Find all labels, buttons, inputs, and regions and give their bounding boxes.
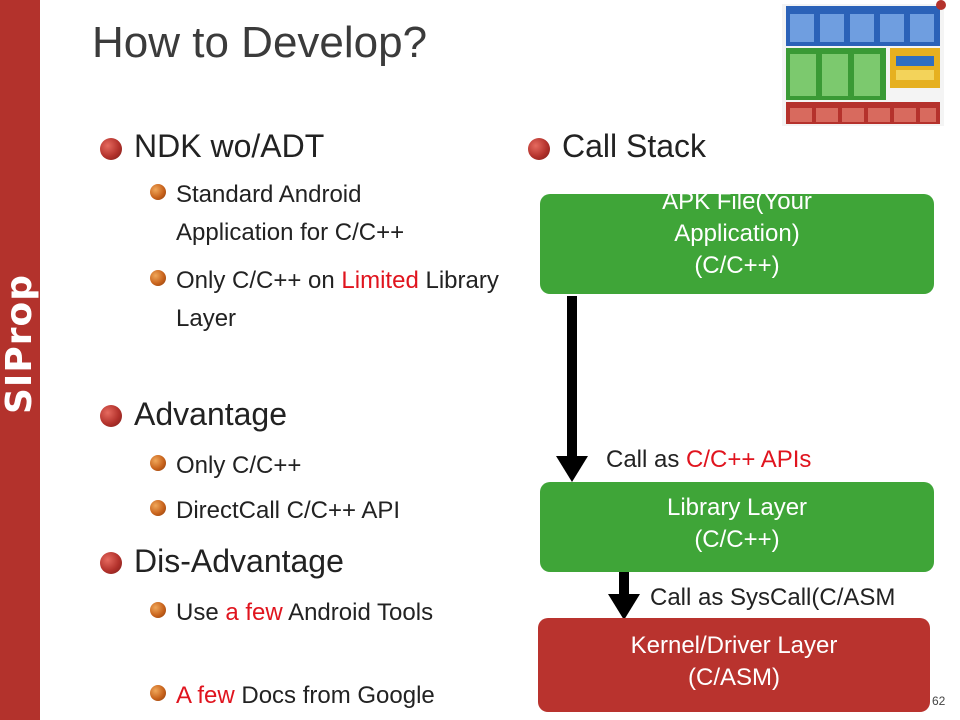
call-as-prefix: Call as: [606, 446, 687, 473]
item-text: DirectCall C/C++ API: [176, 497, 401, 524]
arrowhead-apk-to-library: [556, 456, 588, 482]
sub-bullet-icon: [150, 500, 166, 516]
section-heading: Advantage: [134, 396, 288, 432]
page-number: 62: [932, 694, 946, 708]
bullet-icon: [100, 552, 122, 574]
list-item: Only C/C++: [176, 447, 496, 485]
library-layer-box: Library Layer (C/C++): [540, 482, 934, 572]
item-text: Android Tools: [282, 599, 434, 626]
library-box-line1: Library Layer: [666, 494, 808, 521]
list-item: Use a few Android Tools: [176, 594, 466, 632]
library-box-line2: (C/C++): [694, 526, 780, 553]
apk-box-line1: APK File(Your: [662, 194, 812, 215]
sub-bullet-icon: [150, 602, 166, 618]
item-text: Docs from Google: [234, 682, 435, 709]
list-item: Standard Android Application for C/C++: [176, 176, 476, 252]
bullet-icon: [528, 138, 550, 160]
section-heading: Dis-Advantage: [134, 543, 344, 579]
item-text-highlight: a few: [225, 599, 283, 626]
sub-bullet-icon: [150, 455, 166, 471]
apk-box-line2: Application): [674, 220, 800, 247]
kernel-driver-box: Kernel/Driver Layer (C/ASM): [538, 618, 930, 712]
kernel-box-line2: (C/ASM): [688, 664, 780, 691]
kernel-box-line1: Kernel/Driver Layer: [630, 632, 838, 659]
bullet-icon: [100, 405, 122, 427]
sub-bullet-icon: [150, 270, 166, 286]
sub-bullet-icon: [150, 685, 166, 701]
item-text-highlight: Limited: [341, 267, 419, 294]
call-as-syscall-label: Call as SysCall(C/ASM: [650, 584, 896, 611]
item-text: Only C/C++ on: [176, 267, 342, 294]
list-item: Only C/C++ on Limited Library Layer: [176, 262, 516, 338]
thumbnail-clip-dot: [936, 0, 946, 10]
item-text: Only C/C++: [176, 452, 302, 479]
bullet-icon: [100, 138, 122, 160]
list-item: A few Docs from Google: [176, 677, 536, 715]
item-text-highlight: A few: [176, 682, 235, 709]
slide-title: How to Develop?: [92, 18, 428, 67]
apk-box-line3: (C/C++): [694, 252, 780, 279]
list-item: DirectCall C/C++ API: [176, 492, 496, 530]
apk-file-box: APK File(Your Application) (C/C++): [540, 194, 934, 294]
call-as-apis-label: Call as C/C++ APIs: [606, 446, 811, 474]
item-text: Use: [176, 599, 226, 626]
call-as-highlight: C/C++ APIs: [686, 446, 812, 473]
section-heading: NDK wo/ADT: [134, 128, 325, 164]
arrowhead-library-to-kernel: [608, 594, 640, 620]
item-text: Standard Android Application for C/C++: [176, 181, 405, 246]
sidebar: SIProp: [0, 0, 40, 720]
android-architecture-thumbnail: [782, 4, 944, 126]
sub-bullet-icon: [150, 184, 166, 200]
call-stack-heading: Call Stack: [562, 128, 707, 164]
item-text: Library Layer: [176, 267, 499, 332]
